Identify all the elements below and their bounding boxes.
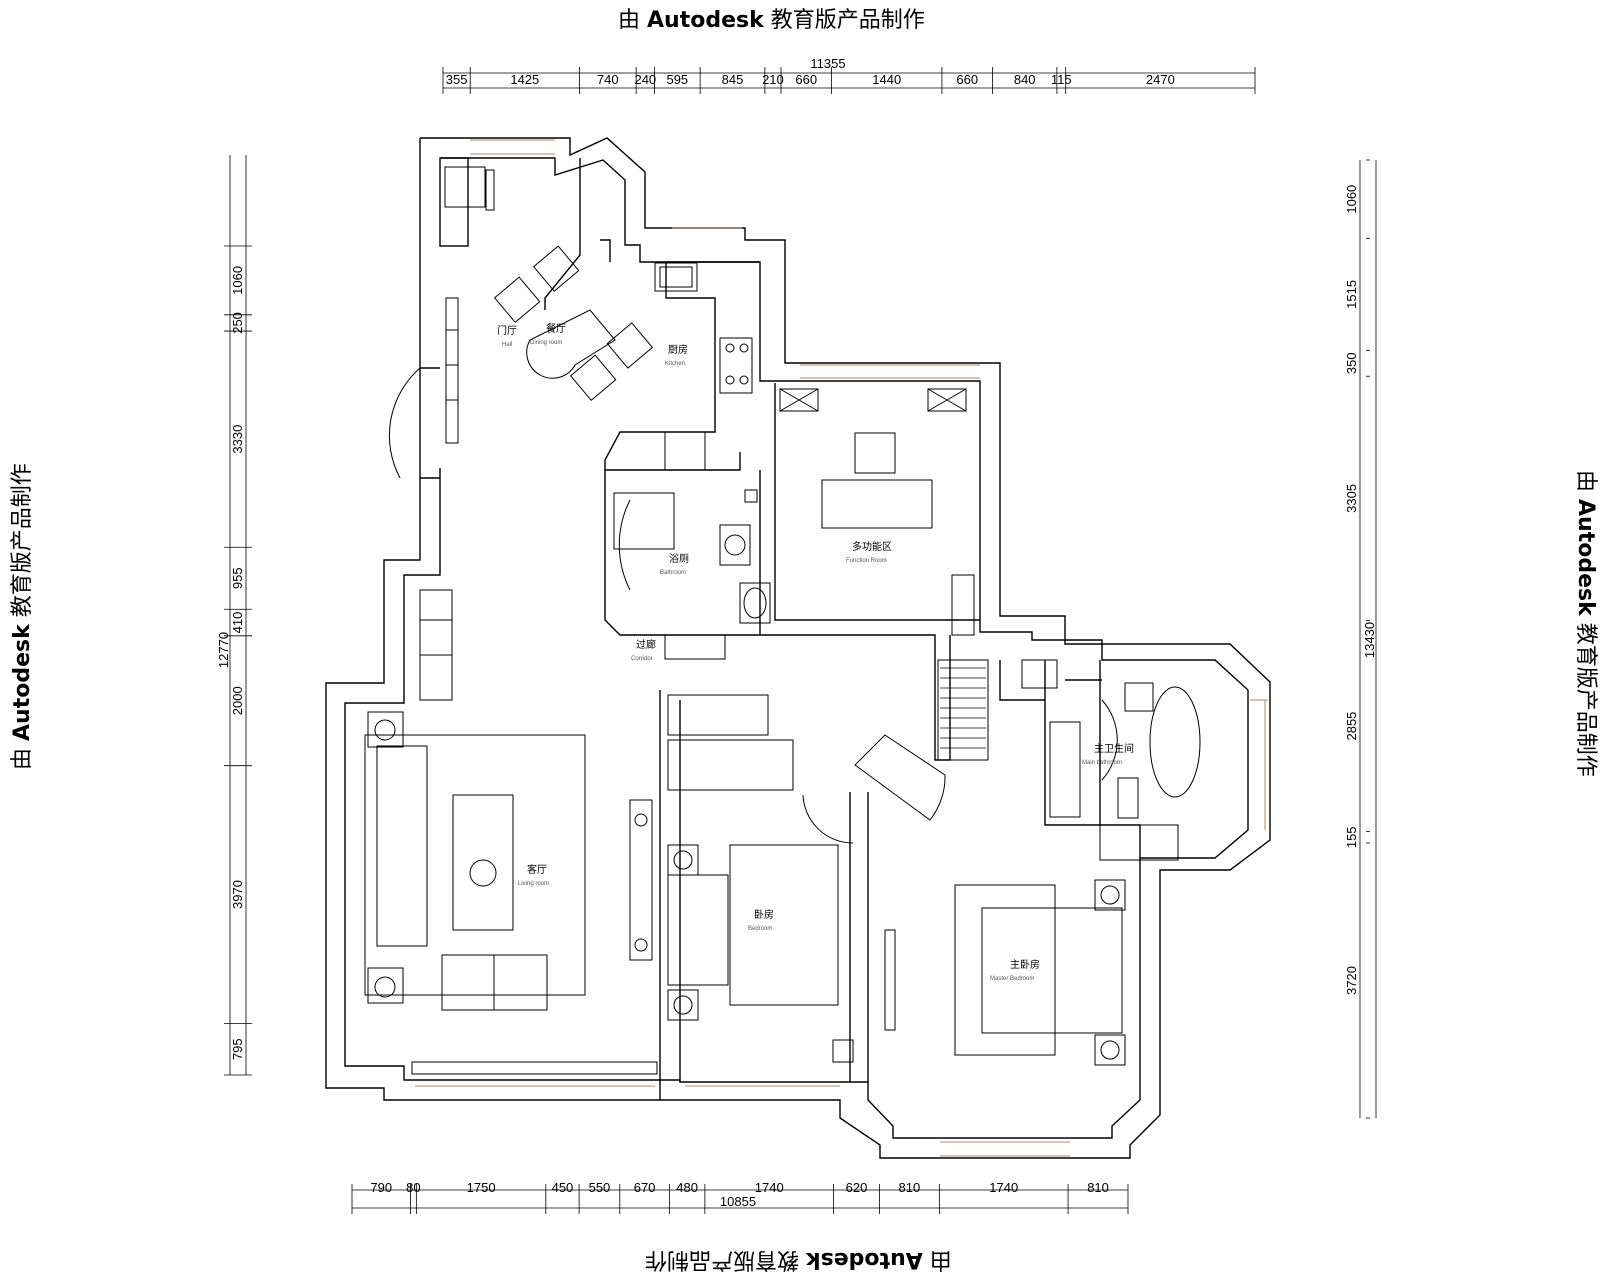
doors xyxy=(388,367,1118,844)
room-label-living: 客厅 xyxy=(527,863,547,876)
dim-label: 350 xyxy=(1344,352,1359,374)
room-sublabel-dining: Dining room xyxy=(530,340,562,346)
room-sublabel-living: Living room xyxy=(518,881,549,887)
walls xyxy=(325,137,1271,1159)
room-label-master-bed: 主卧房 xyxy=(1010,958,1040,971)
dim-label: 1750 xyxy=(467,1180,496,1195)
dim-label: 955 xyxy=(230,567,245,589)
dim-label: 660 xyxy=(956,72,978,87)
room-label-foyer: 门厅 xyxy=(497,324,517,337)
dim-label: 795 xyxy=(230,1038,245,1060)
room-label-kitchen: 厨房 xyxy=(668,343,688,356)
dim-top-total: 11355 xyxy=(810,56,845,71)
room-labels: 餐厅 Dining room 厨房 Kitchen 门厅 Hall 浴厕 Bat… xyxy=(497,322,1134,982)
dim-label: 450 xyxy=(552,1180,574,1195)
furniture xyxy=(364,166,1201,1075)
dim-left-total: 12770 xyxy=(216,632,231,668)
dim-label: 595 xyxy=(666,72,688,87)
room-label-bathroom: 浴厕 xyxy=(669,553,689,565)
room-label-corridor: 过廊 xyxy=(636,638,656,651)
room-label-master-bath: 主卫生间 xyxy=(1094,742,1134,755)
dim-label: 355 xyxy=(446,72,468,87)
dim-label: 250 xyxy=(230,312,245,334)
dim-label: 2000 xyxy=(230,686,245,715)
dim-left: 12770 1060 250 3330 955 410 2000 3970 795 xyxy=(216,155,252,1076)
dim-label: 480 xyxy=(676,1180,698,1195)
room-label-dining: 餐厅 xyxy=(546,322,566,335)
room-sublabel-kitchen: Kitchen xyxy=(665,361,685,367)
dim-label: 840 xyxy=(1014,72,1036,87)
room-label-bedroom: 卧房 xyxy=(754,908,774,921)
dim-label: 1060 xyxy=(230,266,245,295)
dim-label: 3970 xyxy=(230,880,245,909)
watermark-top: 由 Autodesk 教育版产品制作 xyxy=(618,8,925,33)
dim-label: 1440 xyxy=(872,72,901,87)
dim-label: 1740 xyxy=(989,1180,1018,1195)
room-sublabel-bathroom: Bathroom xyxy=(660,570,686,576)
dim-bottom-total: 10855 xyxy=(720,1194,756,1209)
dim-label: 1060 xyxy=(1344,185,1359,214)
dim-label: 240 xyxy=(634,72,656,87)
room-sublabel-master-bed: Master Bedroom xyxy=(990,976,1034,982)
dim-label: 3330 xyxy=(230,425,245,454)
dim-label: 620 xyxy=(846,1180,868,1195)
dim-label: 115 xyxy=(1051,72,1072,87)
dim-label: 1740 xyxy=(755,1180,784,1195)
room-label-multi: 多功能区 xyxy=(852,540,892,553)
dim-label: 80 xyxy=(406,1180,420,1195)
dim-label: 2855 xyxy=(1344,712,1359,741)
room-sublabel-bedroom: Bedroom xyxy=(748,926,772,932)
dim-bottom: 10855 790 80 1750 450 550 670 480 1740 620 810 174… xyxy=(351,1180,1129,1214)
dim-right-total: 13430 xyxy=(1362,622,1377,658)
dim-label: 810 xyxy=(1087,1180,1109,1195)
dim-label: 740 xyxy=(597,72,619,87)
room-sublabel-master-bath: Main bathroom xyxy=(1082,760,1122,766)
dim-label: 550 xyxy=(589,1180,611,1195)
dim-right: 13430 1060 1515 350 3305 2855 155 3720 xyxy=(1344,159,1377,1119)
dim-label: 2470 xyxy=(1146,72,1175,87)
room-sublabel-corridor: Corridor xyxy=(631,656,653,662)
dim-label: 1425 xyxy=(510,72,539,87)
dim-label: 3305 xyxy=(1344,484,1359,513)
dim-label: 210 xyxy=(762,72,784,87)
dim-label: 670 xyxy=(634,1180,656,1195)
dim-label: 155 xyxy=(1344,826,1359,848)
dim-label: 810 xyxy=(899,1180,921,1195)
dim-label: 660 xyxy=(795,72,817,87)
dim-label: 410 xyxy=(230,612,245,634)
dim-label: 1515 xyxy=(1344,280,1359,309)
dim-top: 11355 355 1425 740 240 595 845 210 660 1440 660 84… xyxy=(442,56,1256,94)
room-sublabel-multi: Function Room xyxy=(846,558,887,564)
dim-label: 790 xyxy=(370,1180,392,1195)
room-sublabel-foyer: Hall xyxy=(502,342,512,348)
dim-label: 3720 xyxy=(1344,966,1359,995)
dim-label: 845 xyxy=(722,72,744,87)
